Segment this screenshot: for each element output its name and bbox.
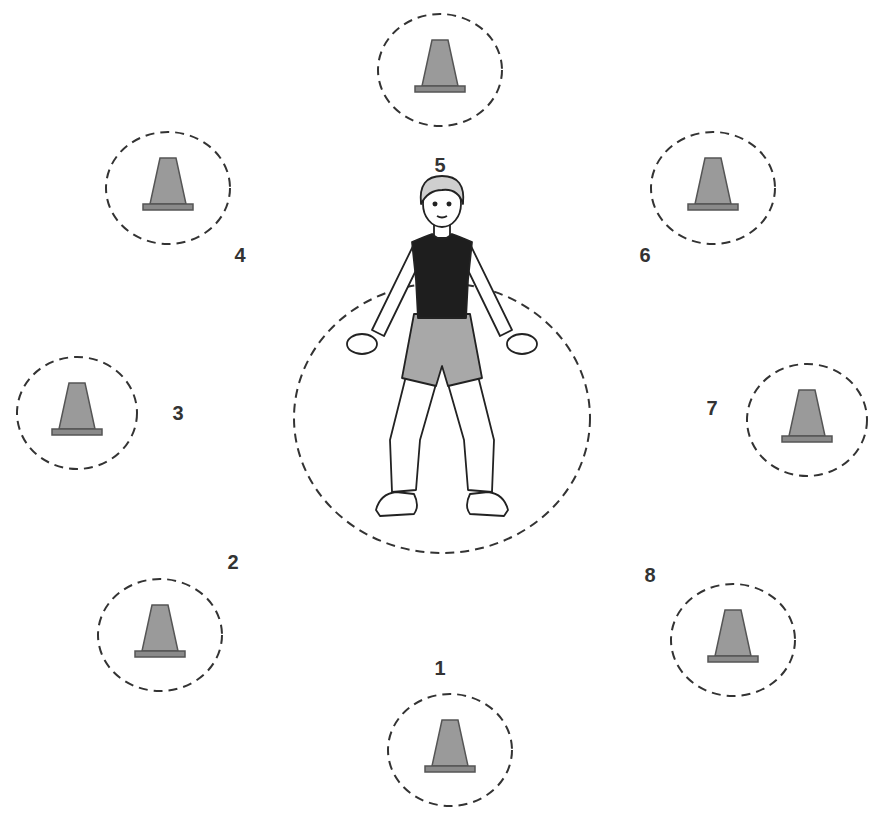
callout-number: 8 — [644, 565, 655, 585]
cone-circle — [106, 132, 230, 244]
callout-number: 4 — [234, 245, 245, 265]
cone-circle — [98, 579, 222, 691]
callout-number: 3 — [172, 403, 183, 423]
cone-circle — [747, 364, 867, 476]
callout-number: 7 — [706, 398, 717, 418]
cones — [52, 40, 832, 772]
callout-number: 1 — [434, 658, 445, 678]
cone-circle — [651, 132, 775, 244]
callout-number: 5 — [434, 155, 445, 175]
cone-circle — [17, 357, 137, 469]
callout-number: 2 — [227, 552, 238, 572]
cone-circle — [378, 14, 502, 126]
athlete-figure — [347, 176, 537, 516]
athlete-circle — [294, 283, 590, 553]
cone-circle — [671, 584, 795, 696]
callout-number: 6 — [639, 245, 650, 265]
cone-circle — [388, 694, 512, 806]
